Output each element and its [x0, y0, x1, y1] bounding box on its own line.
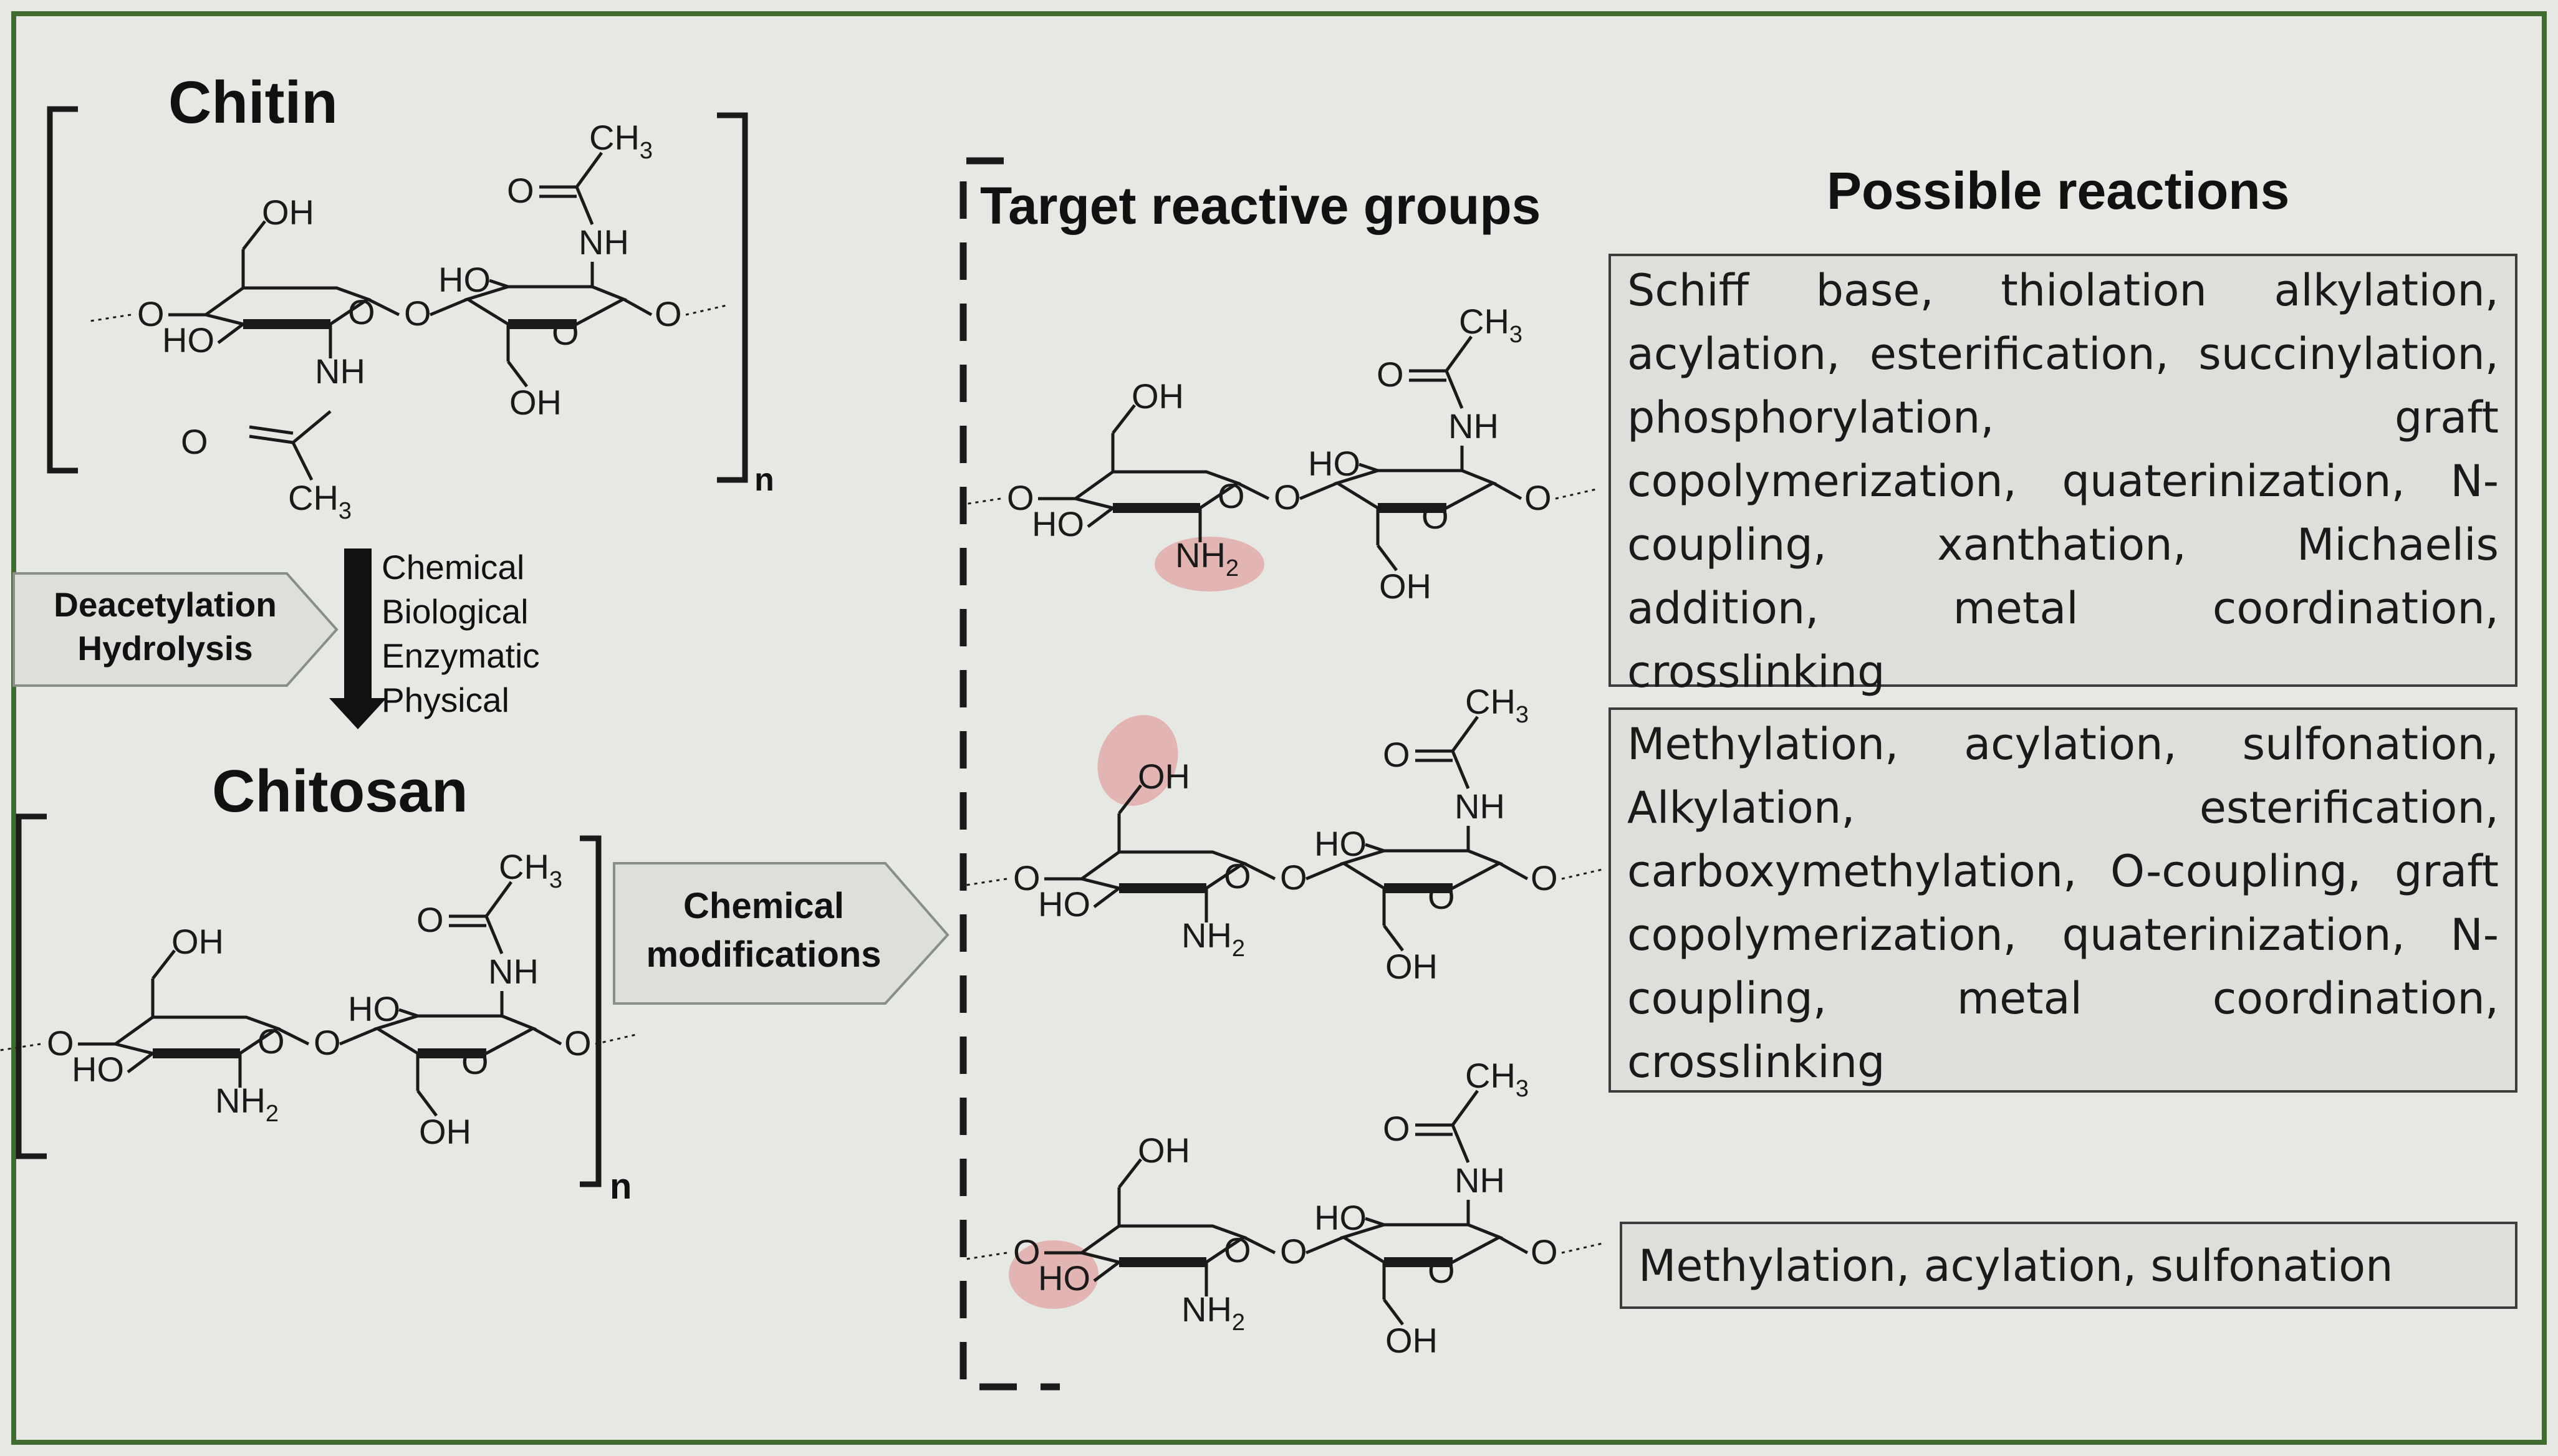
target-groups-header: Target reactive groups [980, 176, 1541, 235]
modifications-line-2: modifications [646, 934, 882, 975]
method-item: Physical [382, 681, 509, 719]
target1-carbonyl-o-right: O [1377, 355, 1404, 394]
chitosan-right-bracket [580, 835, 602, 1187]
target3-o-left: O [1013, 1232, 1041, 1272]
chitosan-nh-right: NH [488, 952, 539, 991]
target1-nh-right: NH [1448, 406, 1499, 446]
chitin-ho-left: HO [162, 320, 214, 360]
target2-ho-right: HO [1314, 824, 1367, 863]
chitin-ring-o-right: O [552, 313, 579, 352]
chitosan-carbonyl-o-right: O [416, 900, 444, 939]
target3-ho-left: HO [1038, 1258, 1090, 1298]
chitosan-ring-o-left: O [257, 1022, 285, 1061]
chitin-title: Chitin [168, 69, 338, 136]
chitosan-title: Chitosan [212, 758, 468, 825]
target3-ring-o-left: O [1224, 1230, 1251, 1270]
reactions-box-c6-oh: Methylation, acylation, sulfonation, Alk… [1608, 707, 2517, 1093]
reactions-text-c3-oh: Methylation, acylation, sulfonation [1638, 1240, 2393, 1291]
chitosan-o-right: O [564, 1023, 592, 1063]
chitosan-ho-right: HO [348, 989, 400, 1028]
chitin-o-left: O [137, 294, 165, 333]
target1-oh-top: OH [1132, 376, 1184, 416]
target1-ho-right: HO [1308, 444, 1360, 483]
chitosan-nh2: NH2 [215, 1081, 279, 1127]
method-item: Biological [382, 592, 529, 631]
deacetylation-label: Deacetylation Hydrolysis [25, 583, 305, 670]
chitin-oh-top: OH [262, 193, 314, 232]
possible-reactions-header: Possible reactions [1827, 161, 2290, 220]
chitin-o-right: O [655, 294, 682, 333]
chitin-left-bracket [47, 106, 78, 474]
method-item: Enzymatic [382, 636, 540, 675]
hydrolysis-line: Hydrolysis [77, 629, 253, 668]
reactions-box-c3-oh: Methylation, acylation, sulfonation [1620, 1222, 2517, 1309]
target2-nh-right: NH [1455, 787, 1505, 826]
target1-o-left: O [1007, 478, 1034, 517]
chitin-nh-left: NH [315, 352, 365, 391]
chitosan-o-left: O [47, 1023, 74, 1063]
chitin-o-bridge: O [404, 294, 431, 333]
target1-oh-bottom: OH [1379, 567, 1431, 606]
target3-ho-right: HO [1314, 1198, 1367, 1237]
target2-ho-left: HO [1038, 884, 1090, 924]
target2-o-left: O [1013, 858, 1041, 898]
chitin-carbonyl-o-right: O [507, 171, 534, 210]
chitosan-ch3-right: CH3 [499, 847, 562, 893]
deacetylation-line: Deacetylation [54, 585, 277, 624]
chitosan-left-bracket [16, 813, 47, 1159]
chitin-repeat-n: n [754, 462, 774, 498]
target3-nh2: NH2 [1181, 1290, 1245, 1336]
down-arrow-shaft [344, 548, 372, 701]
modifications-label: Chemical modifications [617, 882, 910, 979]
target3-o-bridge: O [1280, 1232, 1307, 1271]
target2-carbonyl-o-right: O [1383, 735, 1410, 774]
target1-ring-o-left: O [1218, 476, 1245, 515]
chitin-ho-right: HO [438, 260, 491, 299]
target3-carbonyl-o-right: O [1383, 1109, 1410, 1148]
method-item: Chemical [382, 548, 525, 587]
target2-o-bridge: O [1280, 858, 1307, 897]
chitosan-ho-left: HO [72, 1050, 124, 1089]
target3-ring-o-right: O [1428, 1251, 1455, 1290]
target3-o-right: O [1531, 1232, 1558, 1272]
target1-o-bridge: O [1274, 477, 1301, 517]
chitosan-oh-top: OH [171, 922, 224, 961]
chitosan-repeat-n: n [610, 1166, 632, 1207]
chitin-nh-right: NH [579, 223, 629, 262]
chitosan-oh-bottom: OH [419, 1112, 471, 1151]
target2-nh2: NH2 [1181, 916, 1245, 962]
target-dashed-bracket [959, 157, 1060, 1391]
target2-ring-o-left: O [1224, 856, 1251, 896]
target2-oh-top: OH [1138, 757, 1190, 796]
nh2-highlight [1155, 537, 1264, 592]
target1-o-right: O [1524, 478, 1552, 517]
reactions-box-nh2: Schiff base, thiolation alkylation, acyl… [1608, 254, 2517, 697]
chitin-ring-o-left: O [348, 292, 375, 332]
outer-frame [11, 11, 2547, 1445]
modifications-chevron [613, 862, 950, 1005]
reactions-text-nh2: Schiff base, thiolation alkylation, acyl… [1627, 265, 2499, 697]
chitosan-o-bridge: O [314, 1023, 341, 1062]
down-arrow-head [329, 698, 387, 729]
target1-ring-o-right: O [1421, 497, 1449, 536]
target2-ring-o-right: O [1428, 877, 1455, 916]
target3-oh-bottom: OH [1385, 1321, 1438, 1360]
reactions-text-c6-oh: Methylation, acylation, sulfonation, Alk… [1627, 719, 2499, 1088]
modifications-line-1: Chemical [683, 886, 844, 926]
target2-o-right: O [1531, 858, 1558, 898]
target3-oh-top: OH [1138, 1131, 1190, 1170]
c3-oh-highlight [1009, 1240, 1099, 1309]
chitosan-ring-o-right: O [461, 1042, 489, 1081]
deacetylation-chevron [12, 572, 339, 687]
target1-ho-left: HO [1032, 504, 1084, 544]
methods-list: Chemical Biological Enzymatic Physical [382, 545, 540, 722]
chitin-oh-bottom: OH [509, 383, 562, 422]
target2-oh-bottom: OH [1385, 947, 1438, 986]
c6-oh-highlight [1097, 715, 1178, 806]
chitin-right-bracket [717, 112, 748, 483]
chitin-carbonyl-o-left: O [181, 422, 208, 461]
target3-nh-right: NH [1455, 1161, 1505, 1200]
